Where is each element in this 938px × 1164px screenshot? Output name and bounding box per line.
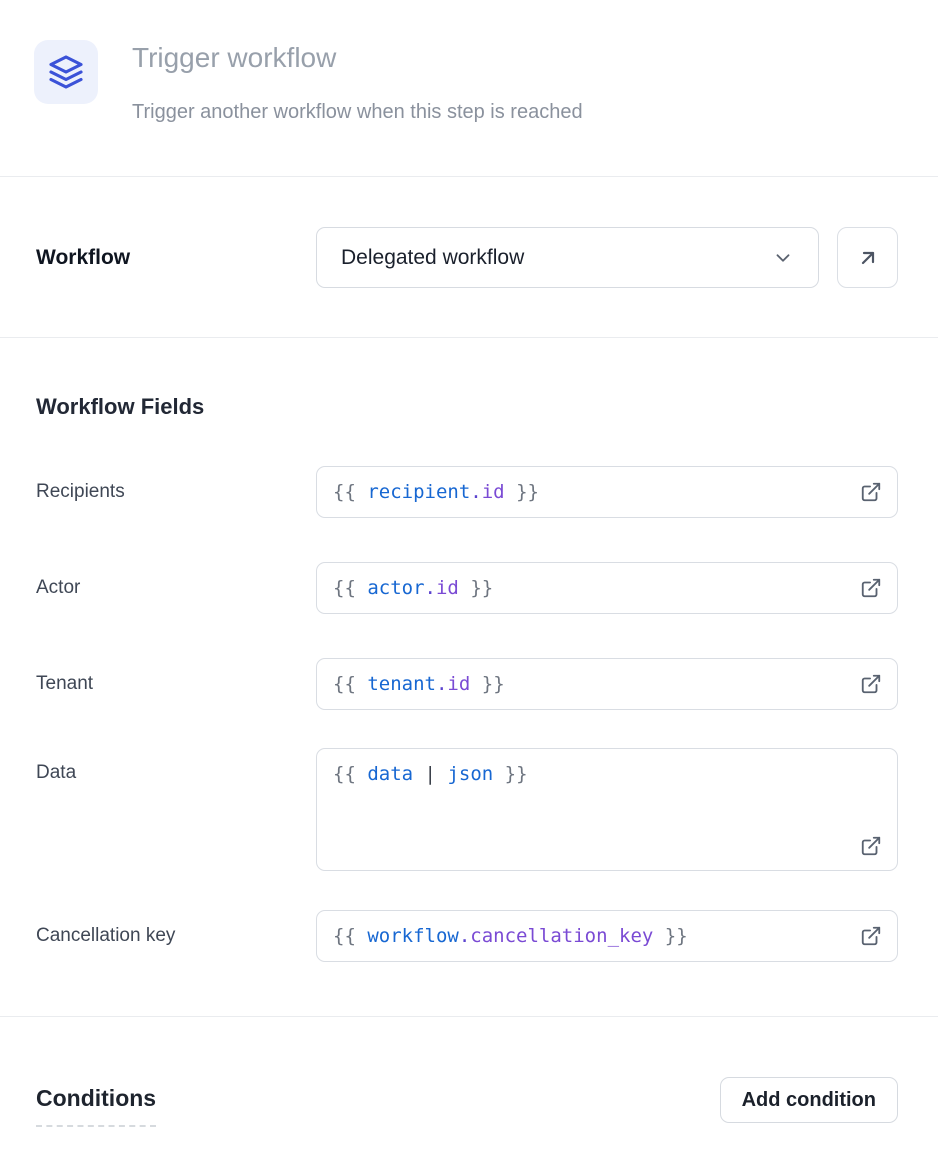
workflow-label: Workflow — [36, 245, 131, 269]
workflow-select-value: Delegated workflow — [341, 245, 525, 269]
chevron-down-icon — [772, 247, 794, 269]
page-subtitle: Trigger another workflow when this step … — [132, 101, 583, 123]
field-row-recipients: Recipients {{ recipient.id }} — [36, 466, 898, 518]
step-icon-tile — [34, 40, 98, 104]
external-link-icon[interactable] — [860, 481, 882, 503]
workflow-selector-section: Workflow Delegated workflow — [0, 177, 938, 338]
tenant-input[interactable]: {{ tenant.id }} — [316, 658, 898, 710]
workflow-select[interactable]: Delegated workflow — [316, 227, 819, 288]
tenant-value: {{ tenant.id }} — [333, 673, 505, 695]
external-link-icon[interactable] — [860, 577, 882, 599]
external-link-icon[interactable] — [860, 673, 882, 695]
actor-value: {{ actor.id }} — [333, 577, 494, 599]
field-label-cancellation-key: Cancellation key — [36, 925, 176, 946]
workflow-fields-section: Workflow Fields Recipients {{ recipient.i… — [0, 338, 938, 1017]
field-label-actor: Actor — [36, 577, 81, 598]
arrow-up-right-icon — [856, 246, 880, 270]
conditions-section: Conditions Add condition — [0, 1017, 938, 1127]
step-header-text: Trigger workflow Trigger another workflo… — [132, 40, 583, 124]
workflow-row: Workflow Delegated workflow — [36, 227, 898, 288]
cancellation-key-value: {{ workflow.cancellation_key }} — [333, 925, 688, 947]
workflow-fields-list: Recipients {{ recipient.id }} Actor {{ acto… — [36, 466, 898, 962]
recipients-input[interactable]: {{ recipient.id }} — [316, 466, 898, 518]
field-row-cancellation-key: Cancellation key {{ workflow.cancellation… — [36, 910, 898, 962]
page-title: Trigger workflow — [132, 42, 337, 73]
workflow-controls: Delegated workflow — [316, 227, 898, 288]
field-label-data: Data — [36, 762, 77, 783]
field-label-tenant: Tenant — [36, 673, 94, 694]
open-workflow-button[interactable] — [837, 227, 898, 288]
field-row-actor: Actor {{ actor.id }} — [36, 562, 898, 614]
step-header: Trigger workflow Trigger another workflo… — [0, 0, 938, 177]
data-value: {{ data | json }} — [333, 763, 528, 785]
field-label-recipients: Recipients — [36, 481, 125, 502]
cancellation-key-input[interactable]: {{ workflow.cancellation_key }} — [316, 910, 898, 962]
field-row-tenant: Tenant {{ tenant.id }} — [36, 658, 898, 710]
external-link-icon[interactable] — [860, 925, 882, 947]
data-input[interactable]: {{ data | json }} — [316, 748, 898, 871]
external-link-icon[interactable] — [860, 835, 882, 857]
field-row-data: Data {{ data | json }} — [36, 748, 898, 871]
actor-input[interactable]: {{ actor.id }} — [316, 562, 898, 614]
add-condition-button[interactable]: Add condition — [719, 1077, 898, 1123]
workflow-fields-heading: Workflow Fields — [36, 394, 205, 419]
conditions-heading: Conditions — [36, 1085, 157, 1127]
layers-icon — [48, 54, 84, 90]
recipients-value: {{ recipient.id }} — [333, 481, 539, 503]
